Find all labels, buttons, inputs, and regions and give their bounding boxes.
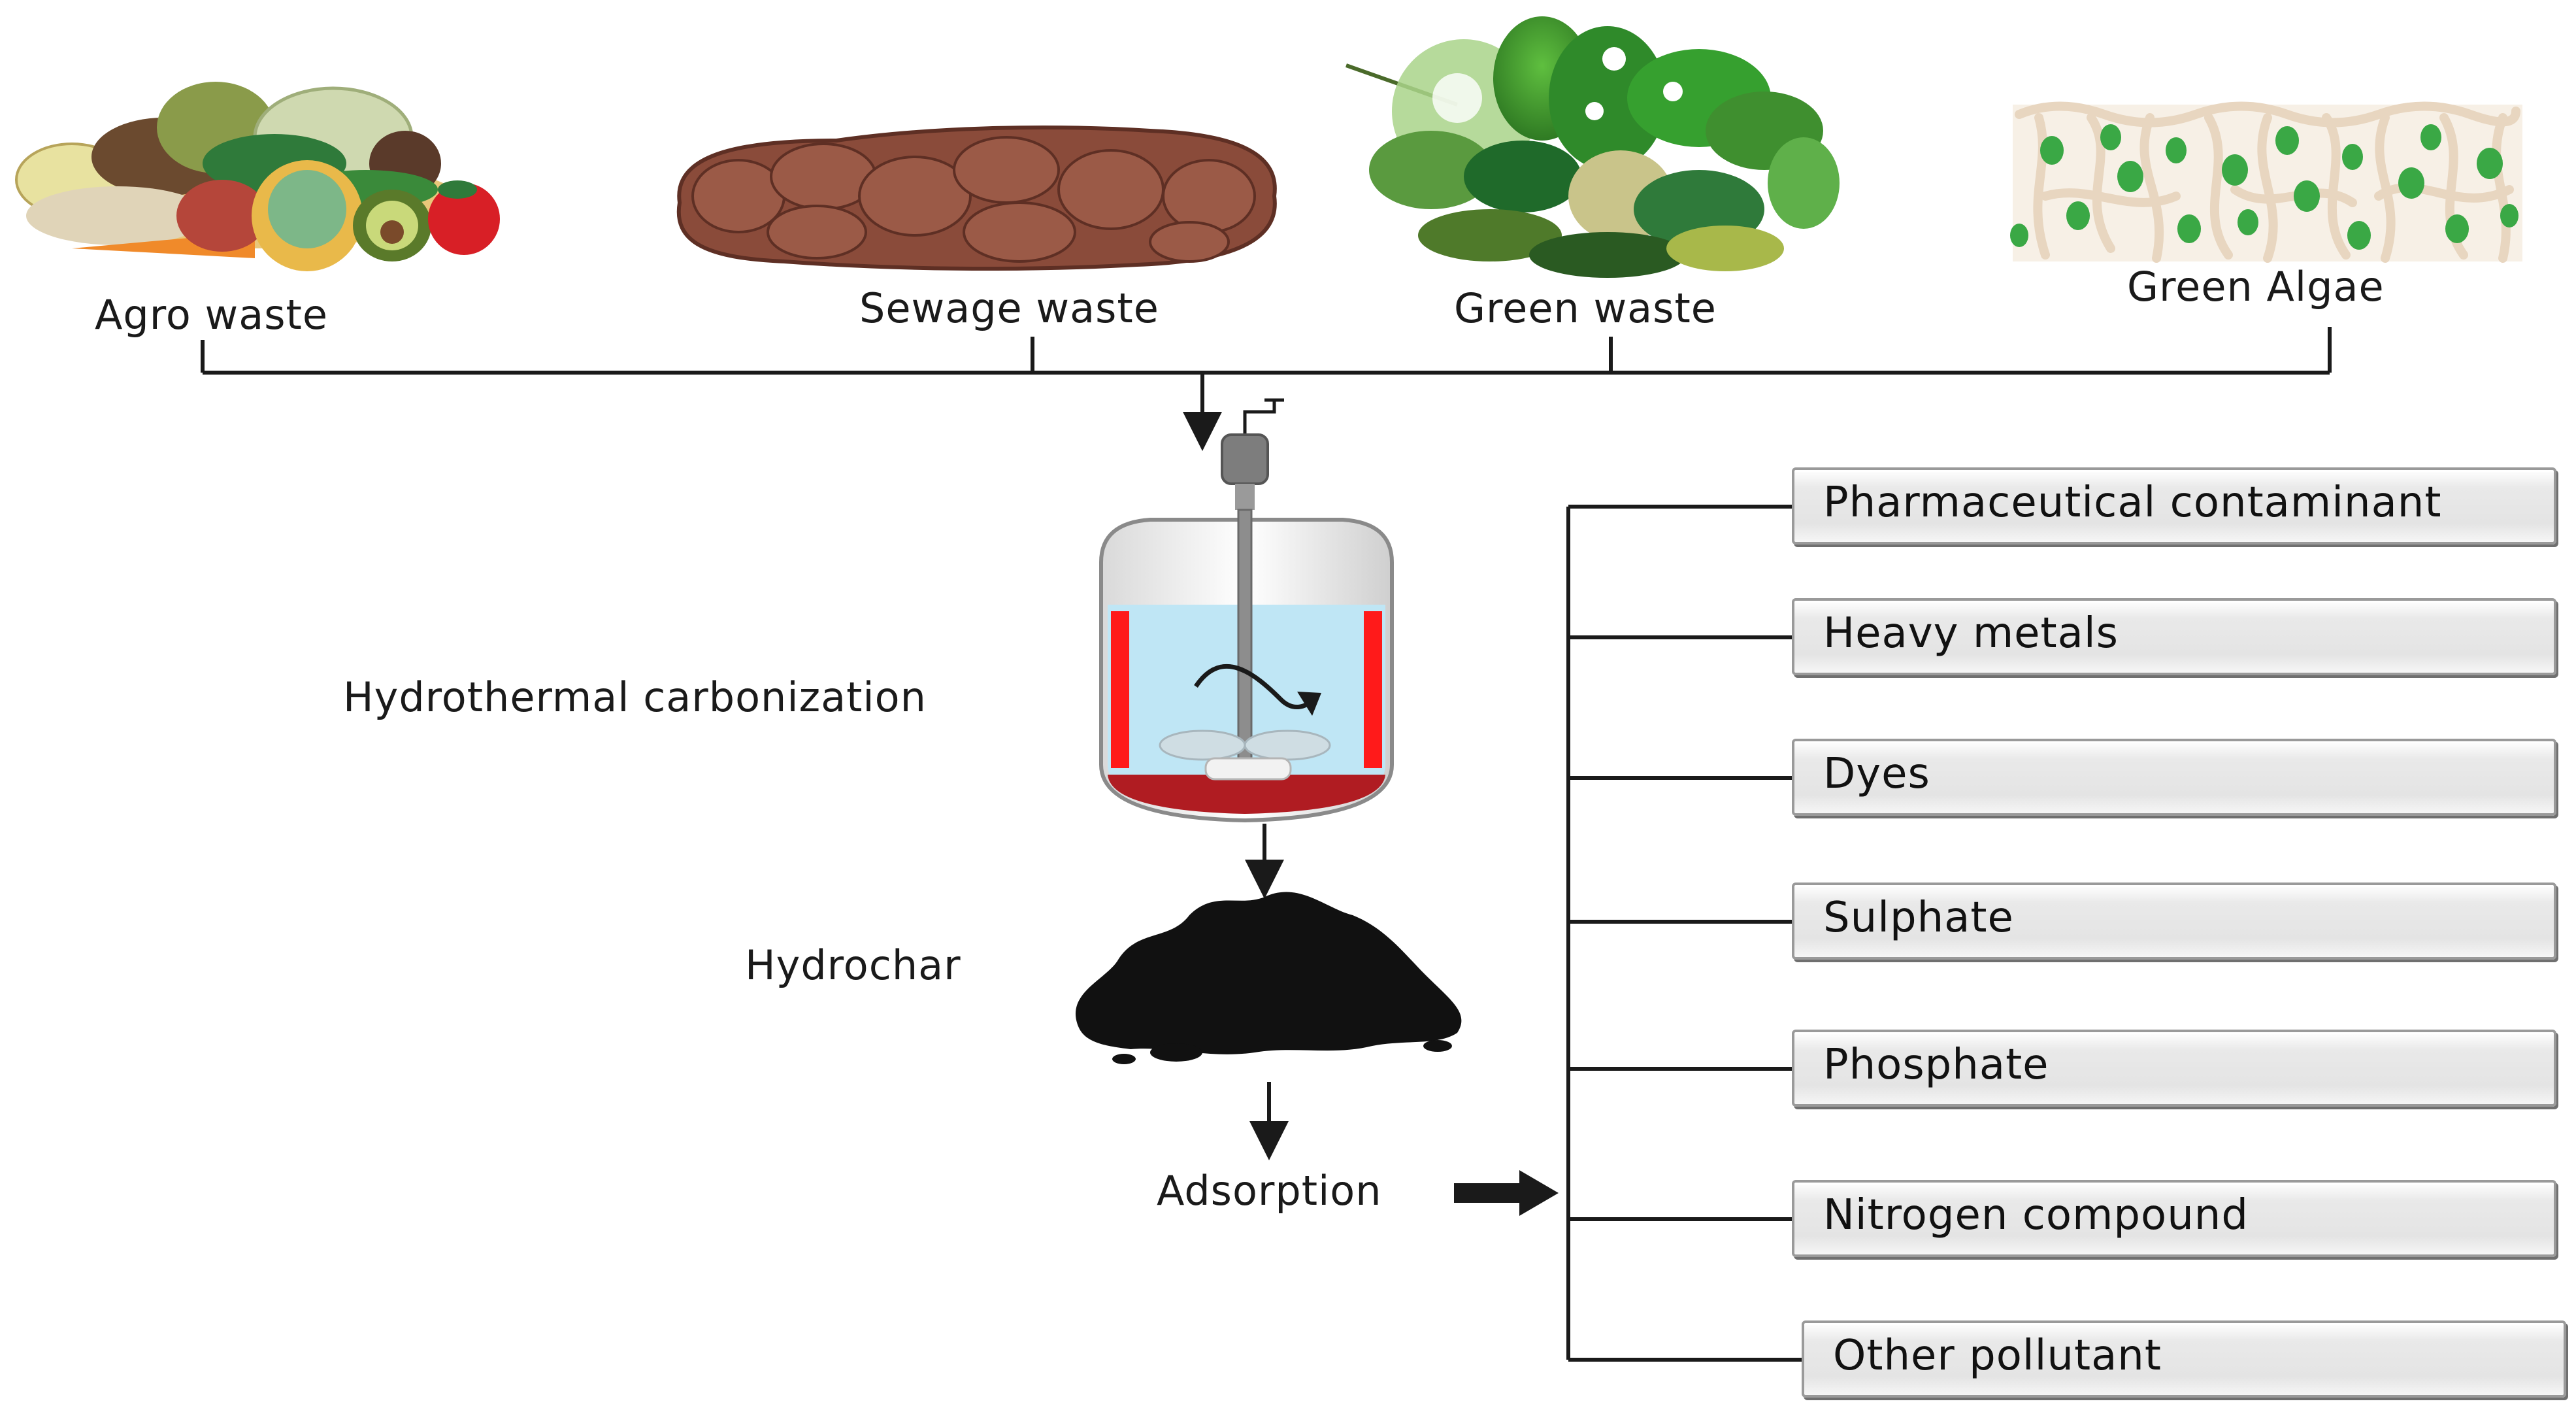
- pollutant-box-pharmaceutical-contaminant: [1792, 467, 2556, 545]
- pollutant-label-dyes: Dyes: [1823, 750, 1930, 798]
- pollutant-box-sulphate: [1792, 882, 2556, 960]
- pollutant-label-pharmaceutical-contaminant: Pharmaceutical contaminant: [1823, 479, 2442, 527]
- source-label-sewage-waste: Sewage waste: [859, 284, 1159, 332]
- hydrothermal-carbonization-label: Hydrothermal carbonization: [343, 673, 927, 721]
- pollutant-label-heavy-metals: Heavy metals: [1823, 609, 2119, 658]
- pollutant-label-nitrogen-compound: Nitrogen compound: [1823, 1191, 2249, 1239]
- pollutant-branch-lines: [1566, 505, 1810, 1362]
- adsorption-label: Adsorption: [1157, 1167, 1382, 1215]
- source-collector-lines: [201, 327, 2332, 375]
- green-waste-icon: [1346, 16, 1840, 278]
- agro-waste-icon: [15, 82, 500, 271]
- reactor-icon: [1099, 398, 1394, 823]
- pollutant-label-other-pollutant: Other pollutant: [1833, 1332, 2162, 1380]
- sewage-waste-icon: [676, 126, 1277, 271]
- source-label-green-algae: Green Algae: [2127, 263, 2385, 311]
- adsorption-arrow: [1454, 1170, 1559, 1216]
- source-label-agro-waste: Agro waste: [95, 291, 328, 339]
- pollutant-label-sulphate: Sulphate: [1823, 894, 2014, 942]
- pollutant-label-phosphate: Phosphate: [1823, 1041, 2049, 1089]
- hydrochar-icon: [1075, 892, 1462, 1064]
- pollutant-box-other-pollutant: [1802, 1320, 2566, 1398]
- pollutant-box-heavy-metals: [1792, 598, 2556, 675]
- pollutant-box-nitrogen-compound: [1792, 1180, 2556, 1257]
- pollutant-box-dyes: [1792, 739, 2556, 816]
- green-algae-icon: [2010, 101, 2522, 263]
- hydrochar-label: Hydrochar: [745, 941, 961, 989]
- source-label-green-waste: Green waste: [1454, 284, 1717, 332]
- pollutant-box-phosphate: [1792, 1030, 2556, 1107]
